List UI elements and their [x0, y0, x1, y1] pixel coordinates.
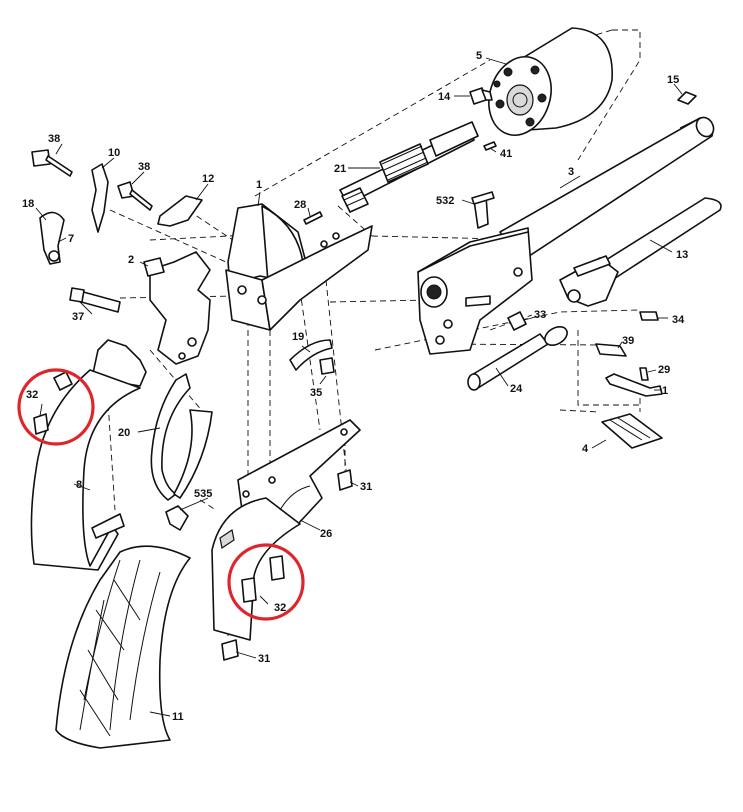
label-4: 4 — [582, 443, 589, 455]
mainspring-part — [150, 373, 213, 501]
label-7: 7 — [68, 233, 74, 245]
label-39: 39 — [622, 335, 634, 347]
screw-part — [165, 505, 189, 531]
highlight-circle-right — [227, 543, 305, 621]
label-33: 33 — [534, 309, 546, 321]
screw-part — [53, 371, 73, 391]
trigger-guard-part — [211, 419, 361, 641]
blade-part — [601, 413, 663, 449]
label-13: 13 — [676, 249, 688, 261]
label-11: 11 — [172, 711, 184, 723]
label-29: 29 — [658, 364, 670, 376]
pin-part — [483, 141, 497, 151]
label-31-lower: 31 — [258, 653, 270, 665]
screw-part — [31, 149, 73, 177]
pin-part — [303, 211, 323, 225]
hand-part — [143, 251, 211, 365]
frame-part — [417, 191, 533, 355]
label-2: 2 — [128, 254, 134, 266]
screw-part — [117, 181, 153, 211]
screw-part — [33, 413, 49, 435]
screw-part — [337, 469, 353, 491]
pin-part — [639, 367, 649, 381]
label-15: 15 — [667, 74, 679, 86]
label-10: 10 — [108, 147, 120, 159]
label-24: 24 — [510, 383, 523, 395]
screw-part — [269, 555, 285, 581]
label-32-right: 32 — [274, 602, 286, 614]
screw-part — [221, 639, 239, 661]
nipple-part — [469, 87, 493, 105]
screw-part — [639, 311, 659, 321]
link-part — [467, 326, 568, 391]
label-532: 532 — [436, 195, 454, 207]
label-8: 8 — [76, 479, 82, 491]
grip-part — [55, 545, 191, 749]
leader-lines — [35, 57, 683, 717]
trigger-part — [39, 211, 65, 265]
label-18: 18 — [22, 198, 34, 210]
spring-part — [289, 339, 335, 375]
label-31-upper: 31 — [360, 481, 372, 493]
label-28: 28 — [294, 199, 306, 211]
label-35: 35 — [310, 387, 322, 399]
screw-part — [507, 311, 527, 331]
backstrap-part — [30, 339, 147, 571]
barrel-part — [499, 116, 715, 263]
label-12: 12 — [202, 173, 214, 185]
hammer-frame-part — [225, 203, 373, 331]
label-1-right: 1 — [662, 385, 668, 397]
screw-part — [69, 287, 121, 313]
label-3: 3 — [568, 166, 574, 178]
part-labels: 5 14 15 41 21 3 532 1 28 2 38 10 38 12 1… — [22, 50, 688, 723]
label-19: 19 — [292, 331, 304, 343]
label-1: 1 — [256, 179, 262, 191]
label-535: 535 — [194, 488, 212, 500]
label-37: 37 — [72, 311, 84, 323]
label-20: 20 — [118, 427, 130, 439]
spring-part — [157, 195, 203, 227]
bolt-part — [91, 163, 109, 233]
label-32-left: 32 — [26, 389, 38, 401]
wedge-part — [677, 91, 697, 105]
highlight-circle-left — [17, 368, 95, 446]
latch-part — [605, 373, 663, 397]
label-34: 34 — [672, 314, 685, 326]
cylinder-part — [488, 27, 613, 136]
label-38-top: 38 — [48, 133, 60, 145]
label-21: 21 — [334, 163, 346, 175]
label-38: 38 — [138, 161, 150, 173]
arbor-part — [339, 121, 479, 213]
label-14: 14 — [438, 91, 451, 103]
screw-part — [241, 577, 257, 603]
label-5: 5 — [476, 50, 482, 62]
label-26: 26 — [320, 528, 332, 540]
label-41: 41 — [500, 148, 512, 160]
